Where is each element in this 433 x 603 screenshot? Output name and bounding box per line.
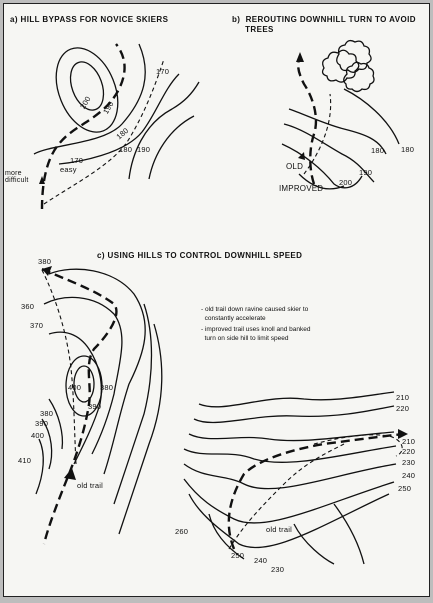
- contour-label-400-left: 400: [31, 431, 45, 440]
- contour-label-170-top: 170: [156, 67, 170, 76]
- contour-label-390: 390: [88, 402, 102, 411]
- old-trail-label-left: old trail: [77, 481, 103, 490]
- contour-label-370: 370: [30, 321, 44, 330]
- contour-180-right: [128, 81, 200, 180]
- panel-a-trails: [39, 43, 165, 210]
- panel-c-right-trails: [227, 429, 408, 550]
- contour-b-2: [283, 123, 375, 183]
- contour-220-b: [183, 445, 397, 463]
- contour-250: [188, 493, 390, 549]
- contour-400-left: [35, 438, 44, 495]
- note-old-trail: - old trail down ravine caused skier to …: [201, 306, 309, 322]
- contour-260: [208, 513, 245, 560]
- contour-label-b-180b: 180: [401, 145, 415, 154]
- contour-170: [58, 73, 180, 165]
- old-trail-left-line: [41, 269, 77, 465]
- contour-370: [48, 331, 103, 465]
- contour-230: [183, 463, 397, 490]
- left-trail-arrowhead-bottom: [64, 468, 76, 480]
- contour-label-230-bottom: 230: [271, 565, 285, 574]
- contour-380-left: [48, 398, 64, 450]
- old-trail-line-b: [303, 93, 332, 175]
- contour-label-240: 240: [402, 471, 416, 480]
- contour-b-190: [281, 143, 363, 189]
- old-label: OLD: [286, 162, 304, 171]
- easy-trail-line: [43, 58, 165, 205]
- contour-right-inner: [293, 523, 335, 565]
- contour-360: [43, 296, 123, 455]
- contour-380-outer: [48, 268, 146, 475]
- tree-cluster-1: [321, 49, 360, 83]
- more-difficult-label: more difficult: [5, 170, 29, 184]
- improved-trail-left: [41, 267, 118, 545]
- panel-b-trails: [296, 52, 332, 185]
- contour-label-240-bottom: 240: [254, 556, 268, 565]
- panel-c-left-trails: [41, 266, 118, 545]
- contour-label-170-bottom: 170: [70, 156, 84, 165]
- contour-240: [183, 478, 395, 524]
- contour-200: [69, 61, 105, 111]
- contour-210: [198, 391, 395, 408]
- contour-390: [65, 355, 103, 417]
- contour-label-b-200: 200: [339, 178, 353, 187]
- contour-b-1: [288, 108, 387, 155]
- contour-label-260: 260: [175, 527, 189, 536]
- tree-cluster-3: [343, 61, 375, 93]
- more-difficult-arrowhead: [39, 176, 45, 184]
- panel-b-contours: [281, 88, 400, 190]
- contour-190: [55, 47, 119, 133]
- panel-c-right-contours: [183, 391, 397, 565]
- easy-label: easy: [60, 165, 77, 174]
- contour-b-200: [298, 173, 345, 190]
- improved-trail-right: [227, 432, 405, 550]
- contour-label-220-top: 220: [396, 404, 410, 413]
- panel-a-contours: [33, 43, 200, 180]
- contour-label-220-mid: 220: [402, 447, 416, 456]
- contour-label-230: 230: [402, 458, 416, 467]
- contour-label-180-right: 180: [119, 145, 133, 154]
- old-trail-right-line: [228, 443, 345, 550]
- right-trail-arrowhead: [398, 429, 408, 439]
- contour-label-b-180a: 180: [371, 146, 385, 155]
- contour-left-outer-3: [118, 323, 163, 535]
- contour-210-b: [188, 431, 395, 442]
- trail-b-arrowhead: [296, 52, 304, 62]
- panel-c-title: c) USING HILLS TO CONTROL DOWNHILL SPEED: [97, 251, 303, 260]
- contour-label-b-190: 190: [359, 168, 373, 177]
- improved-label: IMPROVED: [279, 184, 324, 193]
- old-b-arrowhead: [298, 152, 305, 160]
- contour-label-210-mid: 210: [402, 437, 416, 446]
- panel-c-left-contours: [35, 268, 163, 535]
- contour-b-180: [343, 88, 400, 145]
- note-improved-trail: - improved trail uses knoll and banked t…: [201, 326, 311, 342]
- contour-label-250-bottom: 250: [231, 551, 245, 560]
- old-trail-label-right: old trail: [266, 525, 292, 534]
- panel-b-trees: [321, 39, 375, 93]
- panel-b-title: b) REROUTING DOWNHILL TURN TO AVOID TREE…: [232, 15, 416, 34]
- panel-a-title: a) HILL BYPASS FOR NOVICE SKIERS: [10, 15, 169, 24]
- contour-label-400: 400: [68, 383, 82, 392]
- contour-label-410: 410: [18, 456, 32, 465]
- contour-220: [193, 405, 395, 424]
- diagram-page: a) HILL BYPASS FOR NOVICE SKIERS 200 190…: [3, 3, 430, 597]
- difficult-trail-line: [40, 43, 126, 210]
- contour-label-210-top: 210: [396, 393, 410, 402]
- contour-label-360: 360: [21, 302, 35, 311]
- contour-left-outer-2: [113, 303, 153, 505]
- contour-label-250: 250: [398, 484, 412, 493]
- contour-label-380-top: 380: [38, 257, 52, 266]
- contour-label-380-mid: 380: [100, 383, 114, 392]
- left-trail-arrowhead-top: [42, 266, 52, 276]
- contour-label-390-left: 390: [35, 419, 49, 428]
- contour-190-right: [148, 115, 195, 180]
- contour-right-inner-2: [333, 503, 365, 565]
- trail-diagram-drawing: [33, 39, 408, 565]
- contour-390-left: [41, 418, 53, 470]
- contour-180: [33, 43, 146, 155]
- contour-400: [73, 365, 95, 403]
- improved-trail-line: [296, 55, 318, 185]
- tree-cluster-2: [336, 39, 372, 73]
- contour-label-380-left: 380: [40, 409, 54, 418]
- contour-label-190-right: 190: [137, 145, 151, 154]
